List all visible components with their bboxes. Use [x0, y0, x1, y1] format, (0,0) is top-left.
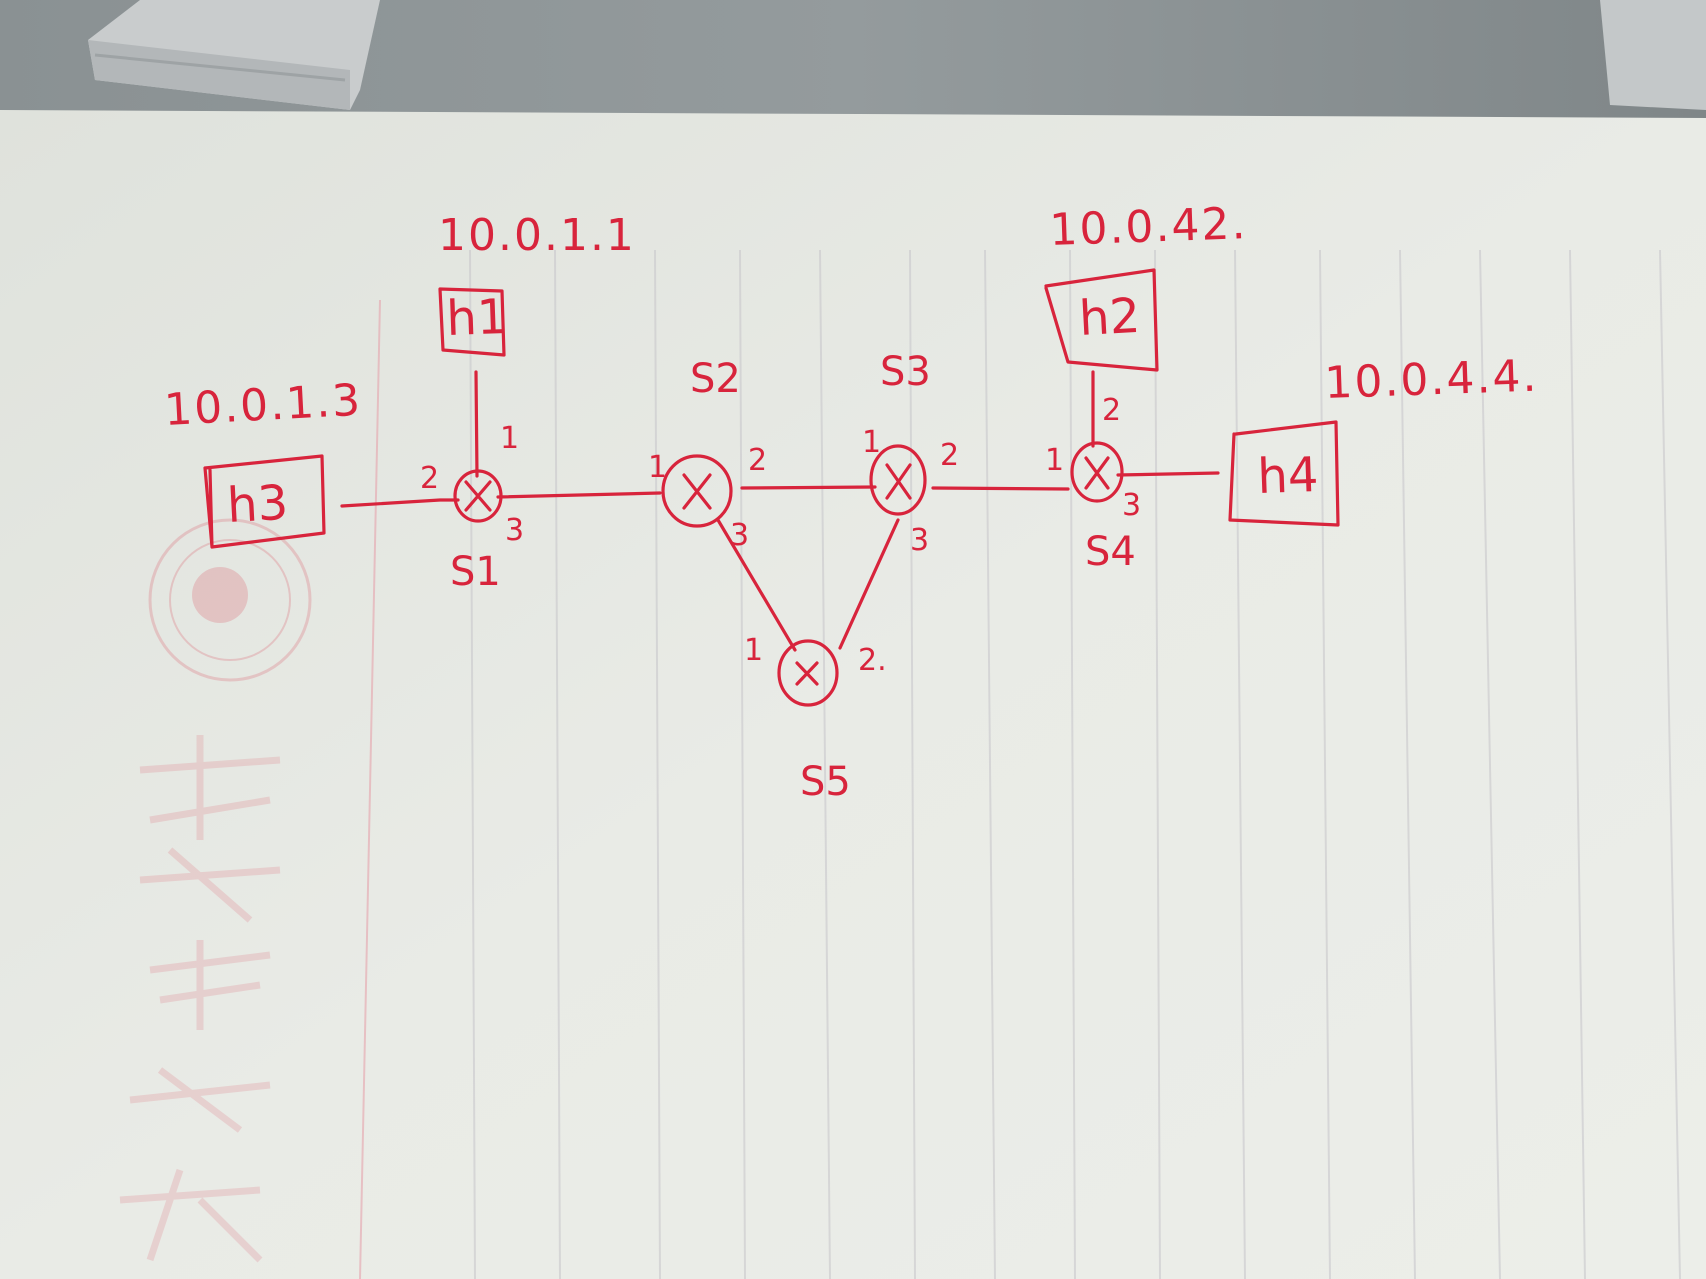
port-s3-s5-a: 3: [910, 523, 929, 558]
host-h1-box: [438, 287, 506, 357]
port-s1-s2-a: 3: [505, 513, 524, 548]
switch-label-s2: S2: [690, 356, 741, 402]
port-s2-s3-a: 2: [748, 443, 767, 478]
topology-ink: [203, 268, 1340, 707]
switch-label-s4: S4: [1085, 529, 1136, 575]
port-s2-s5-a: 3: [730, 518, 749, 553]
host-label-h4: h4: [1256, 447, 1319, 505]
switch-label-s1: S1: [450, 549, 501, 595]
switch-s1: [453, 469, 503, 523]
link-s4-h4: [1116, 471, 1220, 477]
port-s2-s3-b: 1: [862, 425, 881, 460]
host-label-h2: h2: [1078, 288, 1142, 347]
switch-s5: [777, 639, 839, 707]
ip-label-h4: 10.0.4.4.: [1324, 351, 1540, 409]
switch-label-s5: S5: [800, 759, 851, 805]
link-s3-s5: [838, 518, 900, 650]
link-s1-s2: [496, 491, 662, 499]
port-s4-h4: 3: [1122, 488, 1141, 523]
laptop-hinge-object: [88, 0, 380, 110]
host-h2-box: [1044, 268, 1159, 372]
port-h3-s1: 2: [420, 461, 439, 496]
port-h2-s4: 2: [1102, 393, 1121, 428]
port-h1-s1: 1: [500, 421, 519, 456]
ip-label-h1: 10.0.1.1: [438, 210, 636, 261]
port-s3-s5-b: 2.: [858, 643, 887, 678]
switch-s4: [1070, 441, 1124, 503]
link-h1-s1: [474, 370, 479, 478]
switch-label-s3: S3: [880, 349, 931, 395]
ip-label-h2: 10.0.42.: [1049, 198, 1249, 256]
host-h4-box: [1228, 420, 1340, 527]
laptop-corner-object: [1600, 0, 1706, 110]
port-s1-s2-b: 1: [648, 450, 667, 485]
link-h3-s1: [340, 498, 460, 508]
host-label-h3: h3: [226, 475, 290, 534]
port-s3-s4-a: 2: [940, 438, 959, 473]
port-s3-s4-b: 1: [1045, 443, 1064, 478]
ruled-lines: [469, 249, 1681, 1279]
university-name-watermark: [119, 735, 281, 1263]
school-seal-watermark: [148, 518, 312, 682]
port-s2-s5-b: 1: [744, 633, 763, 668]
notebook-paper: [0, 110, 1706, 1279]
host-label-h1: h1: [445, 289, 508, 347]
host-h3-box: [203, 454, 326, 549]
switch-s2: [661, 454, 733, 528]
margin-line: [359, 299, 381, 1279]
ip-label-h3: 10.0.1.3: [163, 375, 363, 436]
switch-s3: [869, 444, 927, 516]
link-s2-s5: [716, 518, 797, 652]
link-s2-s3: [740, 485, 877, 490]
link-s3-s4: [931, 486, 1070, 491]
labels-layer: h1 h2 h3 h4 10.0.1.1 10.0.42. 10.0.1.3 10.0.4.4…: [163, 198, 1539, 805]
